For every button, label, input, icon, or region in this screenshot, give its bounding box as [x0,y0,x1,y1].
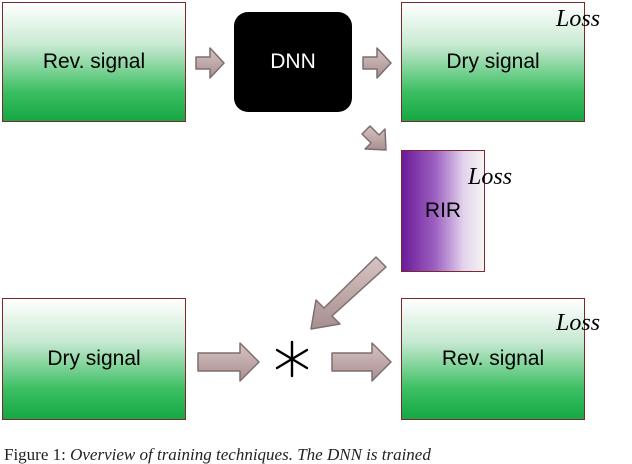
caption-text: Overview of training techniques. The DNN… [70,445,431,464]
rev-signal-label-bottom: Rev. signal [441,347,545,370]
dnn-label: DNN [270,50,316,73]
figure-caption: Figure 1: Overview of training technique… [4,446,431,463]
rir-box: RIR [401,150,485,272]
rev-signal-box-top: Rev. signal [2,2,186,122]
arrow-conv-to-rev [331,342,392,382]
flow-arrows [195,47,392,382]
dnn-box: DNN [234,12,352,112]
arrow-rev-to-dnn [195,47,225,79]
asterisk-icon [275,340,309,378]
rev-signal-box-bottom: Rev. signal [401,298,585,420]
rir-label: RIR [424,199,462,222]
loss-label-bottom: Loss [556,310,601,336]
loss-label-top: Loss [556,6,601,32]
arrow-rir-to-conv [310,256,387,330]
arrow-dry-to-conv [197,342,260,382]
dry-signal-box-bottom: Dry signal [2,298,186,420]
loss-label-rir: Loss [468,164,513,190]
arrow-dry-to-rir [361,125,387,151]
dry-signal-label-bottom: Dry signal [47,347,141,370]
rev-signal-label-top: Rev. signal [42,50,146,73]
dry-signal-box-top: Dry signal [401,2,585,122]
caption-prefix: Figure 1: [4,445,71,464]
convolution-operator [270,334,314,384]
arrow-dnn-to-dry [362,47,392,79]
dry-signal-label-top: Dry signal [446,50,540,73]
